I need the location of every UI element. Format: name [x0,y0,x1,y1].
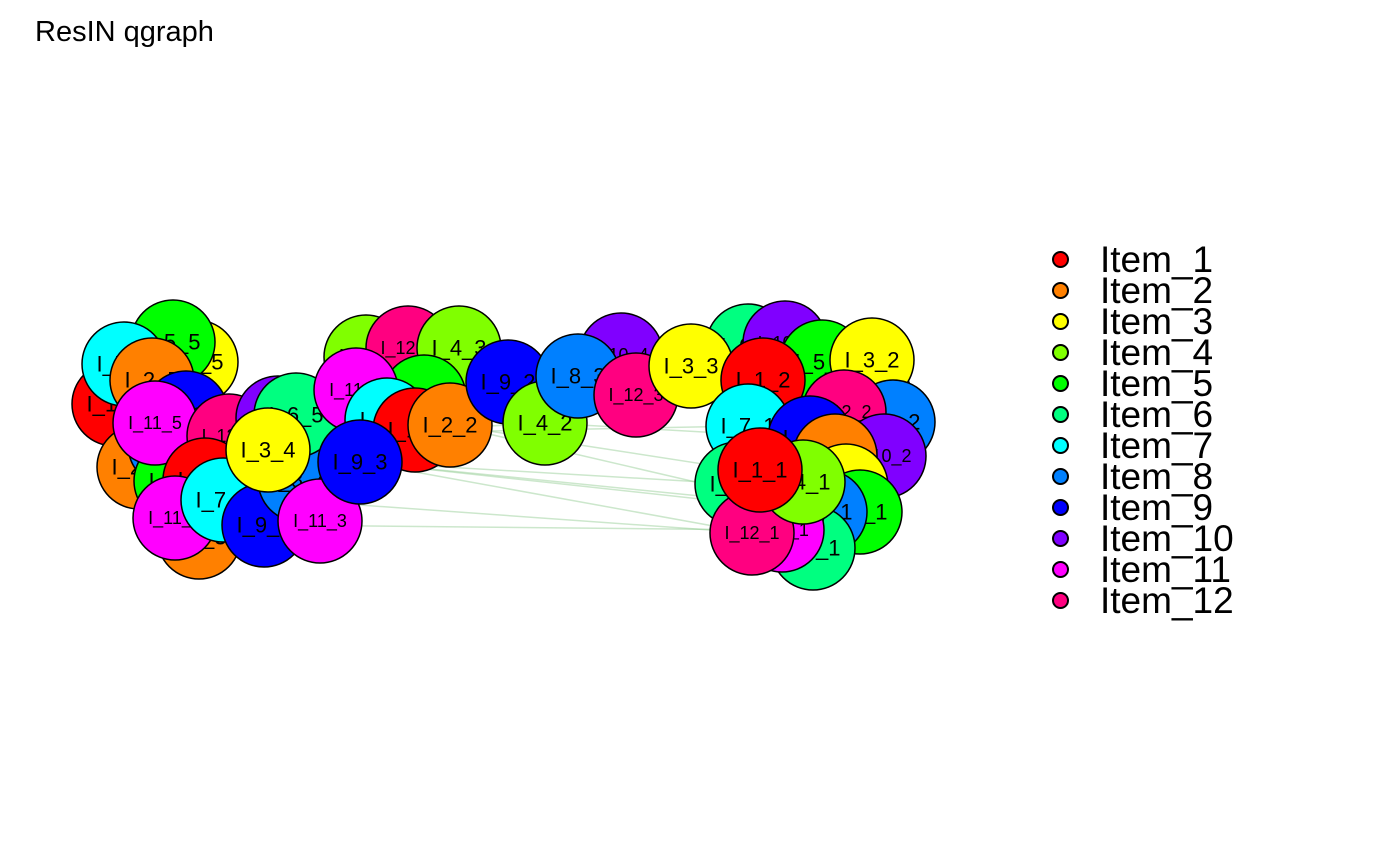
legend-marker-icon [1052,437,1069,454]
legend-marker-icon [1052,313,1069,330]
legend-marker-icon [1052,406,1069,423]
legend-label: Item_12 [1100,580,1234,621]
legend-label: Item_2 [1100,270,1214,311]
chart-title: ResIN qgraph [35,16,214,48]
legend-label: Item_7 [1100,425,1214,466]
node-label: I_1_1 [732,458,787,483]
node-label: I_11_3 [293,511,347,532]
legend-label: Item_11 [1100,549,1231,590]
node-label: I_2_2 [422,413,477,438]
legend-label: Item_9 [1100,487,1214,528]
node-circle [717,427,803,513]
node: I_11_5 [112,380,198,466]
legend-label: Item_1 [1100,239,1214,280]
legend-label: Item_4 [1100,332,1214,373]
node-label: I_9_3 [332,450,387,475]
node-label: I_3_2 [844,348,899,373]
legend-label: Item_10 [1100,518,1234,559]
node: I_3_4 [225,407,311,493]
node: I_2_2 [407,382,493,468]
legend-marker-icon [1052,375,1069,392]
legend-label: Item_5 [1100,363,1214,404]
legend-marker-icon [1052,251,1069,268]
legend-marker-icon [1052,499,1069,516]
node-label: I_3_3 [663,354,718,379]
node-label: I_11_5 [128,413,182,434]
legend-marker-icon [1052,344,1069,361]
node-circle [225,407,311,493]
legend-marker-icon [1052,282,1069,299]
legend-label: Item_8 [1100,456,1214,497]
edge [359,461,753,534]
legend-label: Item_3 [1100,301,1214,342]
node-label: I_12_1 [724,523,779,544]
node-circle [317,419,403,505]
legend-marker-icon [1052,561,1069,578]
legend-label: Item_6 [1100,394,1214,435]
legend-marker-icon [1052,468,1069,485]
node-label: I_3_4 [240,438,295,463]
nodes-layer: I_1_5I_2_4I_3_5I_5_5I_7_5I_2_5I_9_5I_8_5… [71,299,936,591]
node-circle [407,382,493,468]
node: I_1_1 [717,427,803,513]
node: I_9_3 [317,419,403,505]
legend-marker-icon [1052,592,1069,609]
network-graph: I_1_5I_2_4I_3_5I_5_5I_7_5I_2_5I_9_5I_8_5… [71,299,936,591]
node-label: I_12_3 [608,385,663,406]
node: I_3_3 [648,323,734,409]
legend-marker-icon [1052,530,1069,547]
